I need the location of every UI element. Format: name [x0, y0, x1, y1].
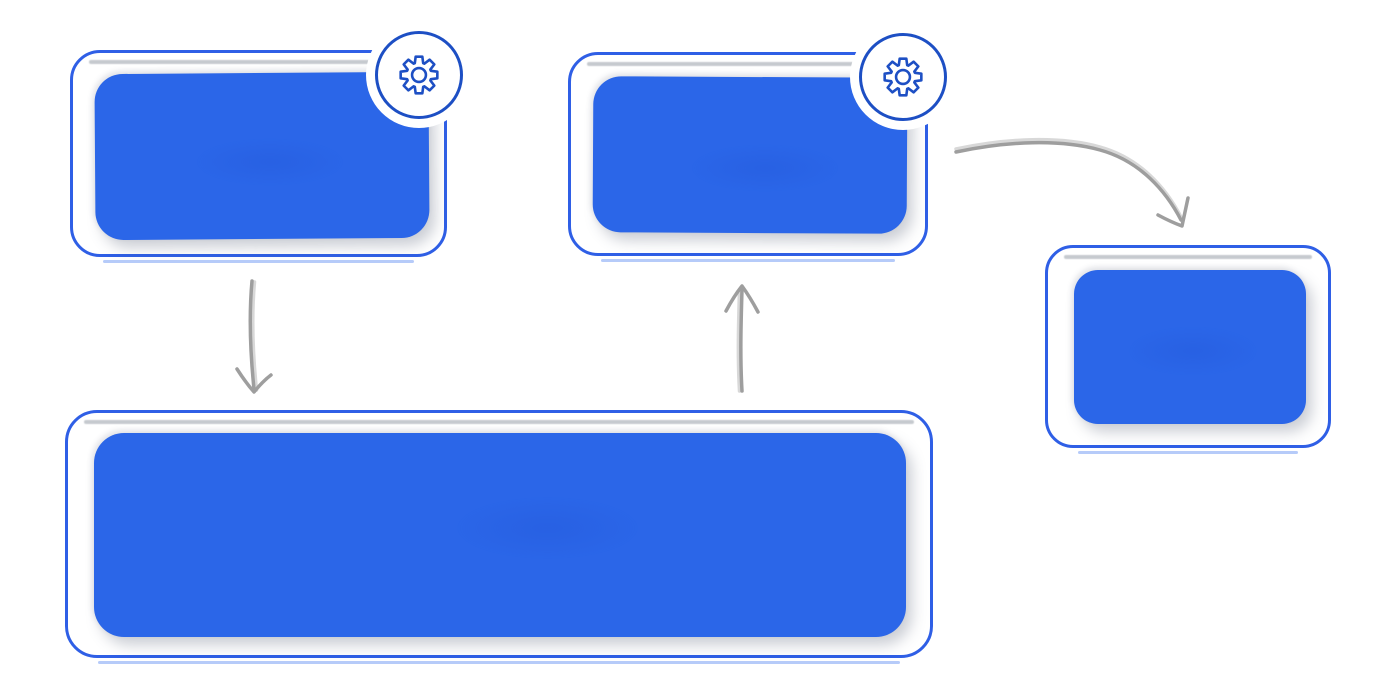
gear-icon-glyph — [883, 57, 923, 97]
node-top-left-fill — [94, 71, 430, 241]
node-top-left[interactable] — [70, 50, 447, 263]
node-top-middle[interactable] — [568, 52, 928, 262]
arrowhead-down — [235, 367, 273, 394]
connector-top-left-to-bottom[interactable] — [235, 279, 273, 394]
arrowhead-down-right — [1156, 196, 1190, 228]
gear-icon[interactable] — [859, 33, 947, 121]
node-top-middle-fill — [592, 76, 908, 234]
gear-icon[interactable] — [375, 31, 463, 119]
node-side-right-fill — [1074, 270, 1306, 424]
node-bottom-fill — [94, 433, 906, 637]
arrowhead-up — [724, 284, 760, 314]
node-bottom[interactable] — [65, 410, 933, 664]
gear-icon-glyph — [399, 55, 439, 95]
connector-top-middle-to-side-right[interactable] — [954, 137, 1190, 228]
connector-bottom-to-top-middle[interactable] — [724, 284, 760, 393]
node-side-right[interactable] — [1045, 245, 1331, 454]
